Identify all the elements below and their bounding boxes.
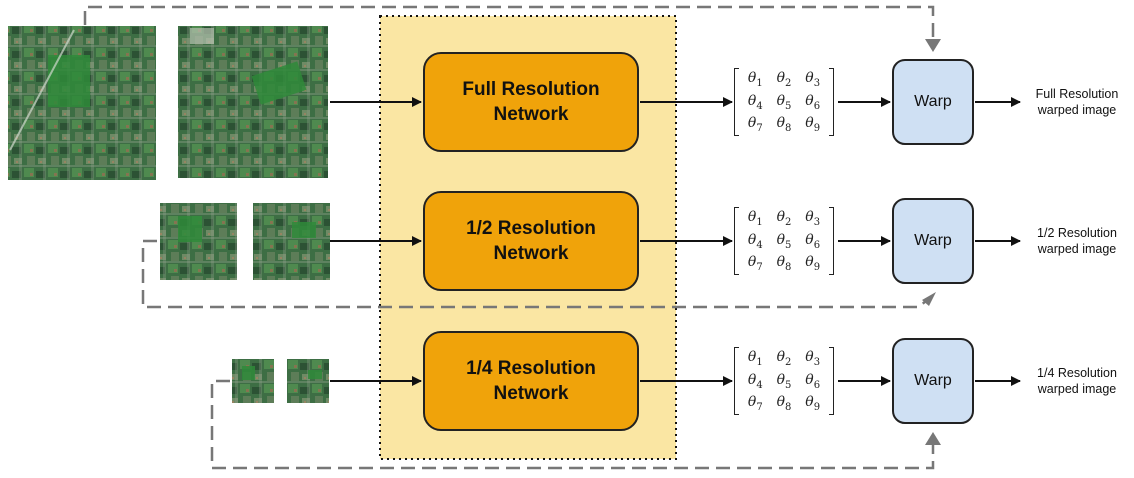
homography-matrix-quarter: θ1 θ2 θ3 θ4 θ5 θ6 θ7 θ8 θ9	[734, 347, 834, 419]
full-resolution-network: Full Resolution Network	[423, 52, 639, 152]
quarter-resolution-network: 1/4 Resolution Network	[423, 331, 639, 431]
matrix-cell: θ2	[776, 208, 792, 228]
matrix-cell: θ1	[747, 348, 763, 368]
half-res-image-pair	[160, 203, 330, 280]
matrix-cell: θ9	[805, 254, 821, 274]
matrix-cell: θ8	[776, 394, 792, 414]
quarter-res-image-pair	[232, 359, 329, 403]
warp-box-half: Warp	[892, 198, 974, 284]
matrix-cell: θ6	[805, 231, 821, 251]
matrix-cell: θ3	[805, 348, 821, 368]
quarter-res-image-1	[232, 359, 274, 403]
matrix-cell: θ5	[776, 371, 792, 391]
matrix-cell: θ5	[776, 231, 792, 251]
full-res-image-pair	[8, 26, 328, 180]
matrix-cell: θ4	[747, 92, 763, 112]
matrix-cell: θ2	[776, 69, 792, 89]
matrix-cell: θ6	[805, 92, 821, 112]
quarter-res-image-2	[287, 359, 329, 403]
dashed-path-top	[83, 5, 935, 42]
matrix-cell: θ5	[776, 92, 792, 112]
homography-matrix-full: θ1 θ2 θ3 θ4 θ5 θ6 θ7 θ8 θ9	[734, 68, 834, 140]
matrix-cell: θ2	[776, 348, 792, 368]
output-label-half: 1/2 Resolution warped image	[1037, 226, 1117, 256]
matrix-grid: θ1 θ2 θ3 θ4 θ5 θ6 θ7 θ8 θ9	[741, 207, 827, 275]
matrix-cell: θ9	[805, 394, 821, 414]
matrix-cell: θ9	[805, 115, 821, 135]
matrix-cell: θ8	[776, 115, 792, 135]
matrix-cell: θ8	[776, 254, 792, 274]
matrix-cell: θ7	[747, 115, 763, 135]
dashed-arrowhead-middle	[922, 292, 936, 306]
matrix-grid: θ1 θ2 θ3 θ4 θ5 θ6 θ7 θ8 θ9	[741, 68, 827, 136]
matrix-cell: θ1	[747, 69, 763, 89]
dashed-path-middle	[141, 239, 928, 309]
warp-box-full: Warp	[892, 59, 974, 145]
matrix-cell: θ6	[805, 371, 821, 391]
matrix-cell: θ4	[747, 371, 763, 391]
full-res-image-2	[178, 26, 328, 178]
half-res-image-2	[253, 203, 330, 280]
warp-box-quarter: Warp	[892, 338, 974, 424]
matrix-cell: θ4	[747, 231, 763, 251]
dashed-arrowhead-top	[925, 39, 941, 52]
dashed-path-bottom	[210, 379, 935, 470]
matrix-cell: θ3	[805, 69, 821, 89]
output-label-quarter: 1/4 Resolution warped image	[1037, 366, 1117, 396]
half-resolution-network: 1/2 Resolution Network	[423, 191, 639, 291]
matrix-cell: θ3	[805, 208, 821, 228]
output-label-full: Full Resolution warped image	[1035, 87, 1119, 117]
matrix-grid: θ1 θ2 θ3 θ4 θ5 θ6 θ7 θ8 θ9	[741, 347, 827, 415]
homography-matrix-half: θ1 θ2 θ3 θ4 θ5 θ6 θ7 θ8 θ9	[734, 207, 834, 279]
matrix-cell: θ7	[747, 254, 763, 274]
dashed-arrowhead-bottom	[925, 432, 941, 445]
matrix-cell: θ1	[747, 208, 763, 228]
matrix-cell: θ7	[747, 394, 763, 414]
